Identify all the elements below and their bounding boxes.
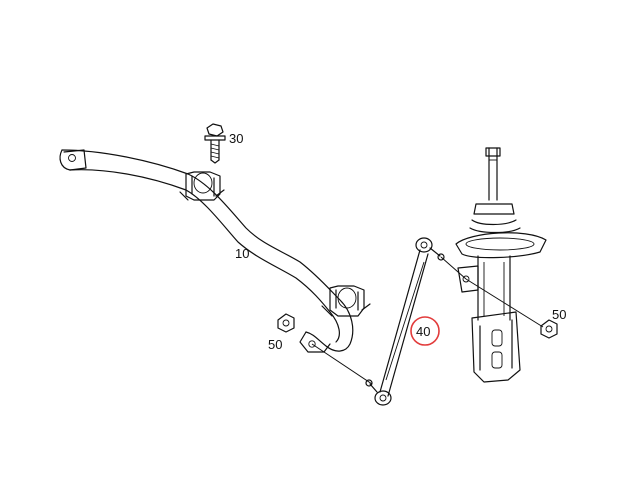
nut-left [277,313,295,333]
coupling-rod [365,237,445,406]
nut-right [540,319,558,339]
callout-30: 30 [229,131,243,146]
callout-40: 40 [416,324,430,339]
callout-40-highlight [410,316,440,346]
strut-assembly [455,147,547,383]
bushing-clamp-left [179,171,225,201]
bushing-clamp-right [321,285,371,317]
callout-10: 10 [235,246,249,261]
bolt [204,123,226,164]
callout-50-right: 50 [552,307,566,322]
callout-50-left: 50 [268,337,282,352]
stabilizer-bar [59,149,354,353]
leader-lines [311,256,544,385]
